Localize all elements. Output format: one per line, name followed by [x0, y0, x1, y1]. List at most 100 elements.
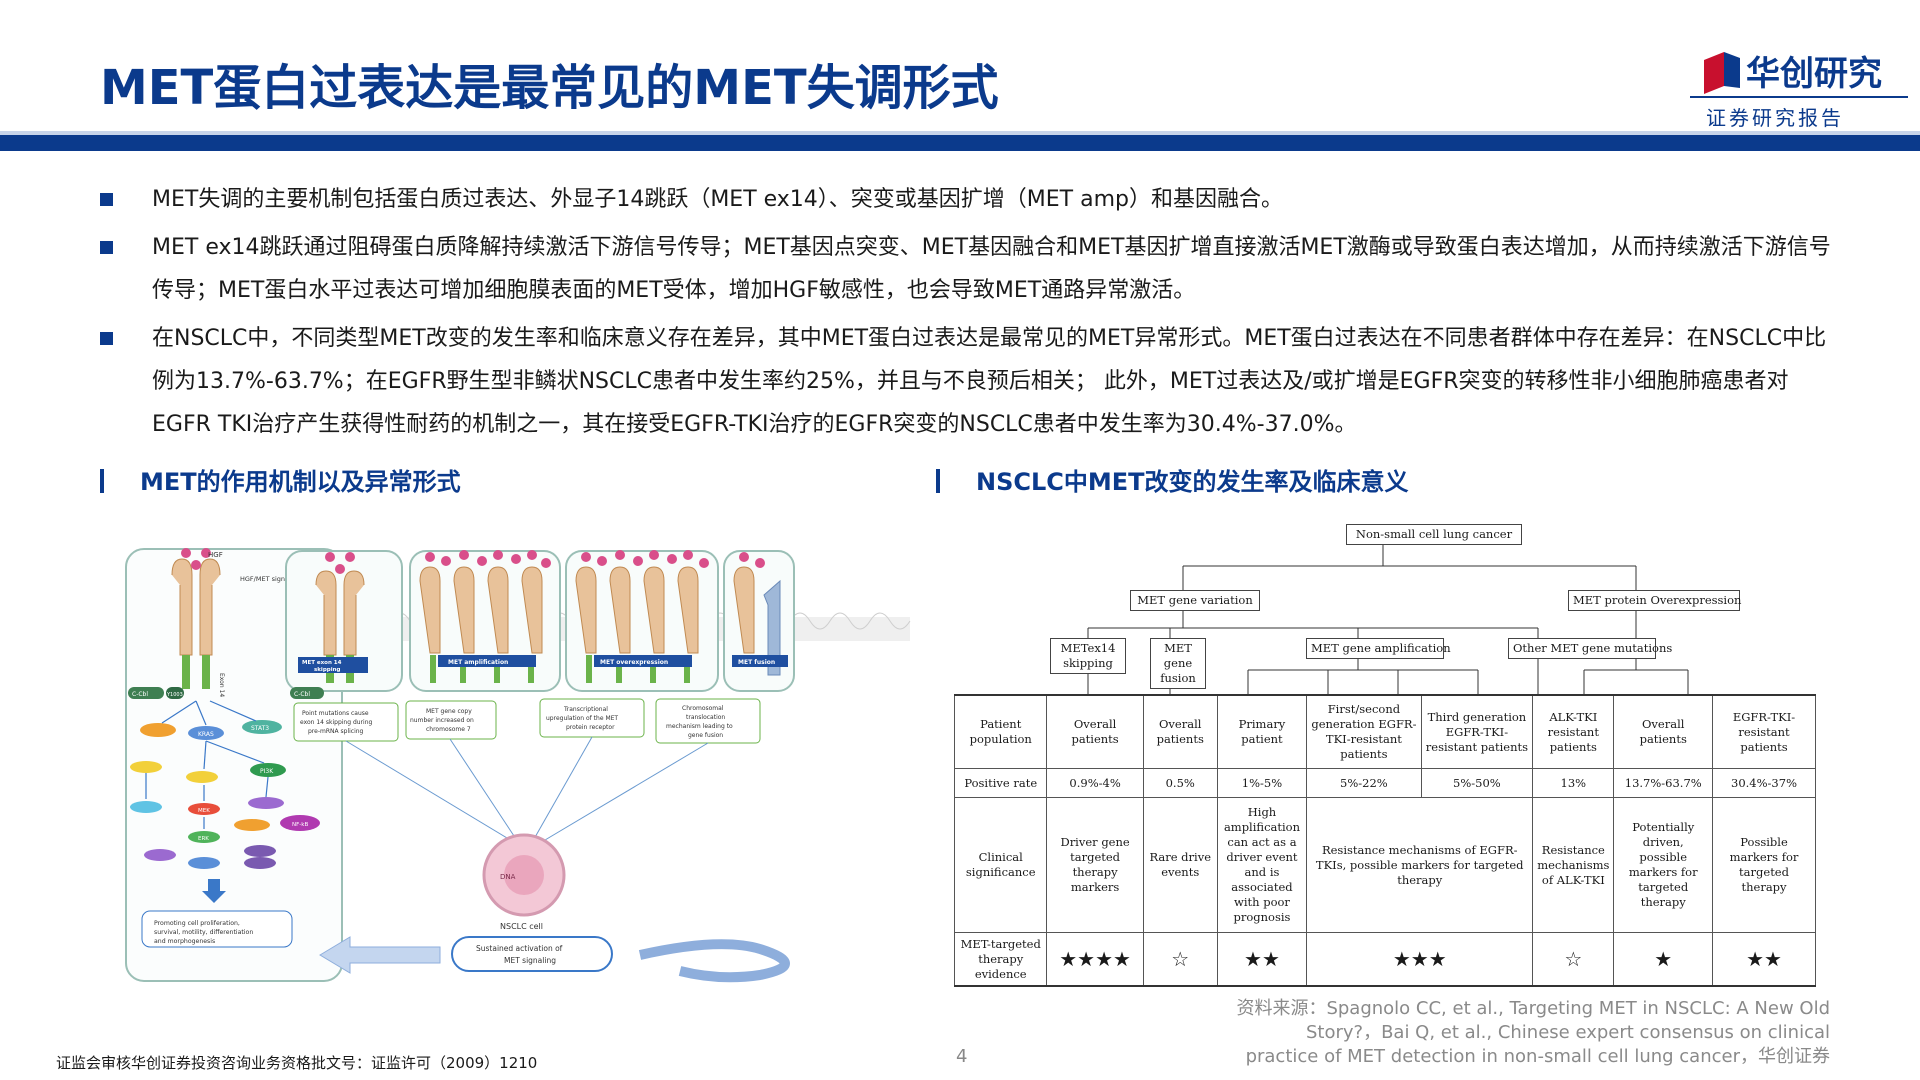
tree-fusion-node: MET gene fusion	[1150, 638, 1206, 689]
table-cell: Resistance mechanisms of EGFR-TKIs, poss…	[1306, 797, 1534, 933]
license-note: 证监会审核华创证券投资咨询业务资格批文号：证监许可（2009）1210	[56, 1054, 538, 1072]
evidence-stars: ★	[1613, 932, 1714, 987]
bullet-square-icon	[100, 193, 113, 206]
table-cell: 30.4%-37%	[1712, 768, 1816, 798]
evidence-stars: ★★	[1712, 932, 1816, 987]
bullet-list: MET失调的主要机制包括蛋白质过表达、外显子14跳跃（MET ex14）、突变或…	[100, 178, 1840, 451]
ccbl-label: C-Cbl	[132, 691, 148, 698]
exon14-label: Exon 14	[218, 673, 225, 697]
box3-label: Transcriptional upregulation of the MET …	[546, 706, 620, 731]
row-header: MET-targeted therapy evidence	[953, 932, 1048, 987]
met-receptor-icon	[171, 548, 221, 689]
table-cell: High amplification can act as a driver e…	[1216, 797, 1308, 933]
bullet-text: MET ex14跳跃通过阻碍蛋白质降解持续激活下游信号传导；MET基因点突变、M…	[152, 235, 1831, 303]
bullet-square-icon	[100, 241, 113, 254]
table-row: Patient population Overall patients Over…	[953, 694, 1816, 769]
cell-label: NSCLC cell	[500, 922, 543, 931]
svg-text:DNA: DNA	[500, 873, 516, 881]
over-label: MET overexpression	[600, 659, 668, 666]
hgf-label: HGF	[208, 551, 223, 559]
table-row: MET-targeted therapy evidence ★★★★ ☆ ★★ …	[953, 932, 1816, 987]
tree-overexpression-node: MET protein Overexpression	[1568, 590, 1741, 611]
tree-variation-node: MET gene variation	[1130, 590, 1260, 611]
left-arrow-icon	[319, 936, 441, 974]
fusion-label: MET fusion	[738, 659, 775, 666]
table-cell: 1%-5%	[1216, 768, 1308, 798]
page-title: MET蛋白过表达是最常见的MET失调形式	[100, 60, 999, 116]
stat3-label: STAT3	[251, 725, 269, 732]
tree-other-node: Other MET gene mutations	[1508, 638, 1672, 659]
bullet-text: 在NSCLC中，不同类型MET改变的发生率和临床意义存在差异，其中MET蛋白过表…	[152, 326, 1827, 437]
source-note: 资料来源：Spagnolo CC, et al., Targeting MET …	[1236, 998, 1830, 1067]
table-cell: Resistance mechanisms of ALK-TKI	[1532, 797, 1615, 933]
table-cell: Possible markers for targeted therapy	[1712, 797, 1816, 933]
bullet-text: MET失调的主要机制包括蛋白质过表达、外显子14跳跃（MET ex14）、突变或…	[152, 187, 1283, 212]
brand-logo: 华创研究 证券研究报告	[1690, 44, 1908, 134]
met-tree-diagram	[1087, 540, 1689, 694]
bullet-item: 在NSCLC中，不同类型MET改变的发生率和临床意义存在差异，其中MET蛋白过表…	[100, 317, 1840, 446]
met-alteration-table: Patient population Overall patients Over…	[953, 694, 1816, 987]
sustained-label: Sustained activation of MET signaling	[476, 944, 565, 965]
bullet-item: MET ex14跳跃通过阻碍蛋白质降解持续激活下游信号传导；MET基因点突变、M…	[100, 226, 1840, 312]
outcome-label: Promoting cell proliferation, survival, …	[154, 920, 255, 945]
evidence-stars: ☆	[1142, 932, 1218, 987]
tree-amplification-node: MET gene amplification	[1306, 638, 1451, 659]
box1-label: Point mutations cause exon 14 skipping d…	[300, 710, 374, 735]
tree-ex14-node: METex14 skipping	[1050, 638, 1126, 674]
page-number: 4	[956, 1046, 968, 1067]
amp-label: MET amplification	[448, 659, 508, 666]
table-row: Positive rate 0.9%-4% 0.5% 1%-5% 5%-22% …	[953, 768, 1816, 798]
logo-subtitle: 证券研究报告	[1706, 106, 1844, 130]
table-cell: Overall patients	[1142, 694, 1218, 769]
y1003-label: Y1003	[166, 692, 183, 698]
table-cell: 5%-50%	[1420, 768, 1534, 798]
tree-root-node: Non-small cell lung cancer	[1346, 524, 1522, 545]
table-cell: Overall patients	[1613, 694, 1714, 769]
table-cell: 5%-22%	[1306, 768, 1422, 798]
svg-text:skipping: skipping	[314, 667, 340, 673]
met-mechanism-figure: HGF HGF/MET signaling pathway Exon 14 C-…	[125, 548, 911, 983]
skip-label: MET exon 14	[302, 660, 342, 666]
section-bar-icon	[936, 469, 940, 493]
evidence-stars: ★★★★	[1046, 932, 1144, 987]
mek-label: MEK	[198, 808, 210, 814]
table-cell: Rare drive events	[1142, 797, 1218, 933]
table-cell: Potentially driven, possible markers for…	[1613, 797, 1714, 933]
header-band	[0, 135, 1920, 151]
bullet-item: MET失调的主要机制包括蛋白质过表达、外显子14跳跃（MET ex14）、突变或…	[100, 178, 1840, 221]
header-band-light	[0, 131, 1920, 135]
table-cell: 13%	[1532, 768, 1615, 798]
table-cell: ALK-TKI resistant patients	[1532, 694, 1615, 769]
logo-divider	[1690, 96, 1908, 98]
row-header: Patient population	[953, 694, 1048, 769]
evidence-stars: ☆	[1532, 932, 1615, 987]
box2-label: MET gene copy number increased on chromo…	[410, 708, 476, 733]
cycle-arrow-icon	[638, 939, 790, 983]
table-cell: 13.7%-63.7%	[1613, 768, 1714, 798]
table-cell: Primary patient	[1216, 694, 1308, 769]
kras-label: KRAS	[198, 731, 214, 738]
section-title-right: NSCLC中MET改变的发生率及临床意义	[936, 462, 1409, 497]
table-cell: First/second generation EGFR-TKI-resista…	[1306, 694, 1422, 769]
logo-name: 华创研究	[1746, 54, 1882, 94]
section-bar-icon	[100, 469, 104, 493]
table-cell: 0.5%	[1142, 768, 1218, 798]
bullet-square-icon	[100, 332, 113, 345]
evidence-stars: ★★	[1216, 932, 1308, 987]
section-title-left: MET的作用机制以及异常形式	[100, 462, 461, 497]
table-cell: 0.9%-4%	[1046, 768, 1144, 798]
table-cell: Third generation EGFR-TKI-resistant pati…	[1420, 694, 1534, 769]
table-cell: Overall patients	[1046, 694, 1144, 769]
box4-label: Chromosomal translocation mechanism lead…	[666, 705, 735, 739]
row-header: Clinical significance	[953, 797, 1048, 933]
logo-mark-icon	[1704, 52, 1740, 94]
pi3k-label: PI3K	[260, 768, 274, 775]
table-row: Clinical significance Driver gene target…	[953, 797, 1816, 933]
table-cell: EGFR-TKI-resistant patients	[1712, 694, 1816, 769]
svg-text:C-Cbl: C-Cbl	[294, 691, 310, 698]
row-header: Positive rate	[953, 768, 1048, 798]
erk-label: ERK	[198, 836, 209, 842]
evidence-stars: ★★★	[1306, 932, 1534, 987]
table-cell: Driver gene targeted therapy markers	[1046, 797, 1144, 933]
nfkb-label: NF-kB	[292, 822, 308, 828]
